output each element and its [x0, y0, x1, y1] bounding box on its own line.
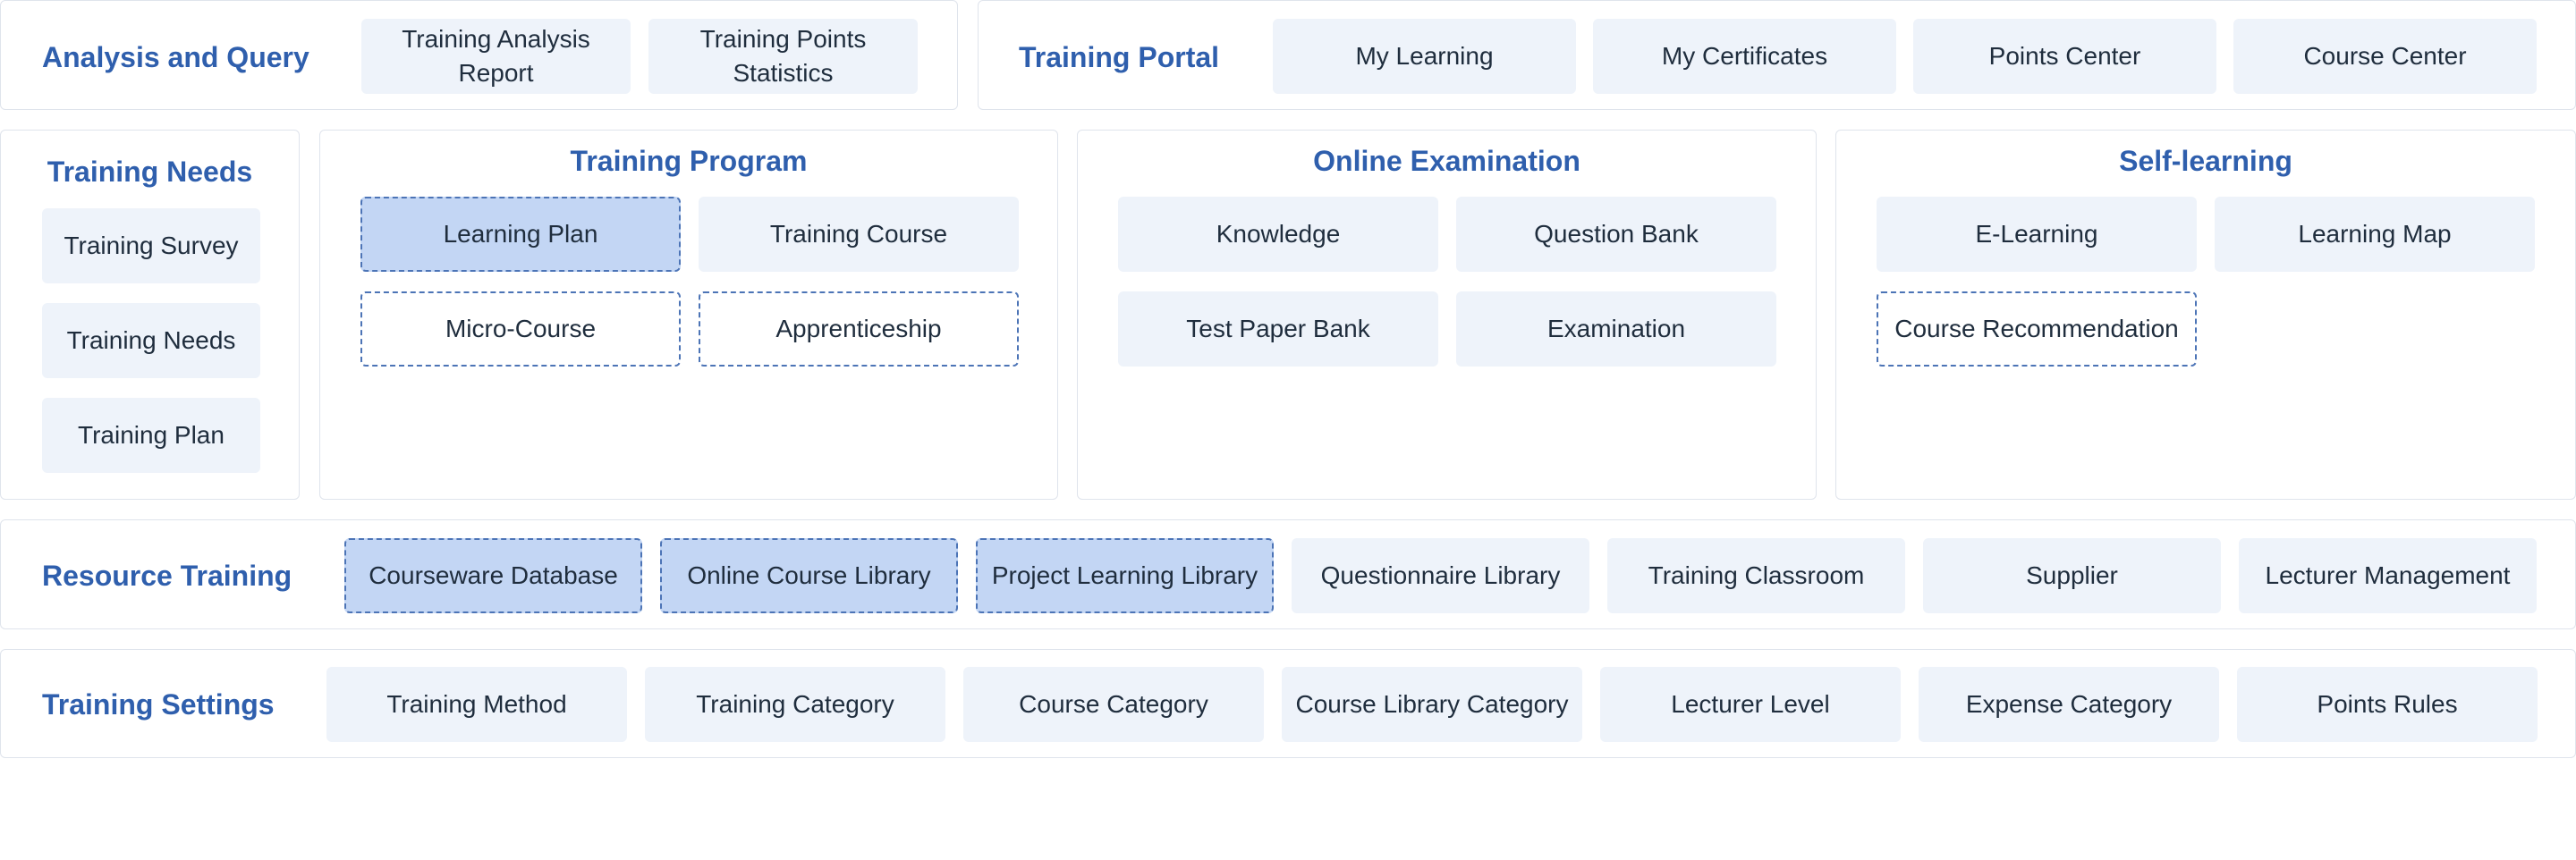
training-category-button[interactable]: Training Category: [645, 667, 945, 742]
course-recommendation-button[interactable]: Course Recommendation: [1877, 291, 2197, 367]
online-examination-title: Online Examination: [1313, 145, 1580, 177]
knowledge-button[interactable]: Knowledge: [1118, 197, 1438, 272]
points-center-button[interactable]: Points Center: [1913, 19, 2216, 94]
courseware-database-button[interactable]: Courseware Database: [344, 538, 642, 613]
self-learning-panel: Self-learning E-Learning Learning Map Co…: [1835, 130, 2576, 500]
resource-training-panel: Resource Training Courseware Database On…: [0, 519, 2576, 629]
question-bank-button[interactable]: Question Bank: [1456, 197, 1776, 272]
analysis-query-panel: Analysis and Query Training Analysis Rep…: [0, 0, 958, 110]
training-survey-button[interactable]: Training Survey: [42, 208, 260, 283]
training-method-button[interactable]: Training Method: [326, 667, 627, 742]
self-learning-title: Self-learning: [2119, 145, 2292, 177]
test-paper-bank-button[interactable]: Test Paper Bank: [1118, 291, 1438, 367]
supplier-button[interactable]: Supplier: [1923, 538, 2221, 613]
examination-button[interactable]: Examination: [1456, 291, 1776, 367]
training-classroom-button[interactable]: Training Classroom: [1607, 538, 1905, 613]
course-center-button[interactable]: Course Center: [2233, 19, 2537, 94]
resource-training-title: Resource Training: [42, 560, 292, 592]
course-library-category-button[interactable]: Course Library Category: [1282, 667, 1582, 742]
e-learning-button[interactable]: E-Learning: [1877, 197, 2197, 272]
training-program-title: Training Program: [570, 145, 808, 177]
micro-course-button[interactable]: Micro-Course: [360, 291, 681, 367]
points-rules-button[interactable]: Points Rules: [2237, 667, 2538, 742]
my-certificates-button[interactable]: My Certificates: [1593, 19, 1896, 94]
analysis-query-title: Analysis and Query: [42, 41, 309, 73]
expense-category-button[interactable]: Expense Category: [1919, 667, 2219, 742]
lecturer-level-button[interactable]: Lecturer Level: [1600, 667, 1901, 742]
training-settings-title: Training Settings: [42, 688, 275, 721]
training-needs-button[interactable]: Training Needs: [42, 303, 260, 378]
online-course-library-button[interactable]: Online Course Library: [660, 538, 958, 613]
training-portal-panel: Training Portal My Learning My Certifica…: [978, 0, 2576, 110]
training-points-statistics-button[interactable]: Training Points Statistics: [648, 19, 918, 94]
apprenticeship-button[interactable]: Apprenticeship: [699, 291, 1019, 367]
learning-plan-button[interactable]: Learning Plan: [360, 197, 681, 272]
training-plan-button[interactable]: Training Plan: [42, 398, 260, 473]
training-needs-panel: Training Needs Training Survey Training …: [0, 130, 300, 500]
training-portal-title: Training Portal: [1019, 41, 1220, 73]
my-learning-button[interactable]: My Learning: [1273, 19, 1576, 94]
learning-map-button[interactable]: Learning Map: [2215, 197, 2535, 272]
project-learning-library-button[interactable]: Project Learning Library: [976, 538, 1274, 613]
course-category-button[interactable]: Course Category: [963, 667, 1264, 742]
training-course-button[interactable]: Training Course: [699, 197, 1019, 272]
questionnaire-library-button[interactable]: Questionnaire Library: [1292, 538, 1589, 613]
training-analysis-report-button[interactable]: Training Analysis Report: [361, 19, 631, 94]
training-needs-title: Training Needs: [47, 156, 253, 188]
lecturer-management-button[interactable]: Lecturer Management: [2239, 538, 2537, 613]
online-examination-panel: Online Examination Knowledge Question Ba…: [1077, 130, 1817, 500]
training-settings-panel: Training Settings Training Method Traini…: [0, 649, 2576, 758]
training-program-panel: Training Program Learning Plan Training …: [319, 130, 1058, 500]
